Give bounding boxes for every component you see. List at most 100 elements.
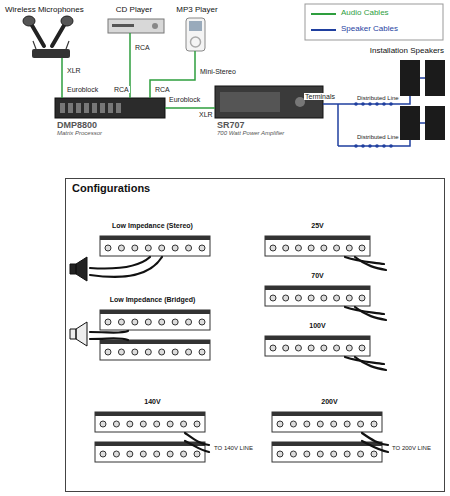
screw-terminal <box>308 345 314 351</box>
screw-terminal <box>199 245 205 251</box>
node-heading: DMP8800 <box>57 120 163 130</box>
node-heading: Low Impedance (Bridged) <box>85 296 220 304</box>
connector-label: Euroblock <box>66 86 99 93</box>
screw-terminal <box>181 421 187 427</box>
screw-terminal <box>118 245 124 251</box>
strip-band <box>265 336 370 340</box>
distributed-dot <box>354 144 358 148</box>
speaker-driver <box>70 322 87 346</box>
screw-terminal <box>186 349 192 355</box>
node-heading: 140V <box>85 398 220 406</box>
screw-terminal <box>140 421 146 427</box>
screw-terminal <box>113 421 119 427</box>
node-heading: Low Impedance (Stereo) <box>85 222 220 230</box>
screw-terminal <box>181 451 187 457</box>
cable-connector <box>323 103 345 105</box>
cd-player-unit <box>108 19 164 33</box>
configuration: Low Impedance (Bridged) <box>85 296 220 376</box>
screw-terminal <box>277 421 283 427</box>
connector-label: RCA <box>113 86 130 93</box>
configuration: 200V <box>262 398 397 472</box>
node-heading: 100V <box>260 322 375 330</box>
screw-terminal <box>295 345 301 351</box>
speaker-cabinet <box>425 60 445 96</box>
screw-terminal <box>346 295 352 301</box>
screw-terminal <box>304 451 310 457</box>
screw-terminal <box>105 349 111 355</box>
terminal-strip <box>95 442 205 462</box>
screw-terminal <box>127 451 133 457</box>
channel-fader <box>116 103 121 113</box>
distributed-dot <box>382 144 386 148</box>
screw-terminal <box>105 245 111 251</box>
connector-label: XLR <box>198 111 214 118</box>
strip-body <box>265 336 370 356</box>
channel-fader <box>60 103 65 113</box>
screw-terminal <box>308 295 314 301</box>
connector-label: Distributed Line <box>356 134 400 140</box>
strip-band <box>100 340 210 344</box>
terminal-strips <box>95 236 382 462</box>
speaker-driver <box>70 257 87 281</box>
screw-terminal <box>346 245 352 251</box>
disc-tray <box>112 24 134 27</box>
terminal-strip <box>265 336 370 356</box>
connector-label: XLR <box>66 67 82 74</box>
cable-connector <box>165 107 215 109</box>
screw-terminal <box>159 245 165 251</box>
channel-fader <box>108 103 113 113</box>
terminal-strip <box>272 442 382 462</box>
configuration: Low Impedance (Stereo) <box>85 222 220 288</box>
screw-terminal <box>100 421 106 427</box>
configuration: 100V <box>260 322 375 370</box>
screw-terminal <box>371 421 377 427</box>
strip-body <box>100 236 210 256</box>
screw-terminal <box>283 245 289 251</box>
device-group: CD Player <box>103 4 165 40</box>
channel-fader <box>68 103 73 113</box>
cable-connector <box>61 64 63 98</box>
audio-cable <box>61 58 63 64</box>
screen <box>189 21 202 31</box>
screw-terminal <box>358 421 364 427</box>
legend-frame <box>305 4 443 40</box>
connector-label: Terminals <box>304 93 336 100</box>
distributed-dots <box>354 102 393 148</box>
screw-terminal <box>167 451 173 457</box>
screw-terminal <box>199 319 205 325</box>
speaker-wire <box>90 331 128 333</box>
screw-terminal <box>194 451 200 457</box>
screw-terminal <box>331 421 337 427</box>
cable-connector <box>150 66 195 98</box>
screw-terminal <box>186 319 192 325</box>
speaker-wire <box>90 257 162 277</box>
terminal-strip <box>265 286 370 306</box>
screw-terminal <box>145 349 151 355</box>
node-heading: Configurations <box>72 182 438 195</box>
screw-terminal <box>159 319 165 325</box>
amplifier-unit <box>215 86 323 118</box>
node-heading: 70V <box>260 272 375 280</box>
channel-fader <box>92 103 97 113</box>
configurations-panel: ConfigurationsLow Impedance (Stereo) Low … <box>65 178 445 492</box>
screw-terminal <box>270 345 276 351</box>
screw-terminal <box>295 295 301 301</box>
node-heading: 200V <box>262 398 397 406</box>
screw-terminal <box>132 349 138 355</box>
legend-sample-line <box>311 13 336 15</box>
screw-terminal <box>321 245 327 251</box>
node-heading: 25V <box>260 222 375 230</box>
screw-terminal <box>317 421 323 427</box>
strip-band <box>265 236 370 240</box>
distributed-dot <box>368 144 372 148</box>
terminal-strip <box>265 236 370 256</box>
configuration: 25V <box>260 222 375 268</box>
screw-terminal <box>167 421 173 427</box>
screw-terminal <box>100 451 106 457</box>
configuration: 140V <box>85 398 220 472</box>
connector-label: Mini-Stereo <box>199 68 237 75</box>
screw-terminal <box>321 295 327 301</box>
speaker-wire <box>90 257 150 269</box>
microphone-head <box>61 16 73 26</box>
strip-body <box>272 442 382 462</box>
